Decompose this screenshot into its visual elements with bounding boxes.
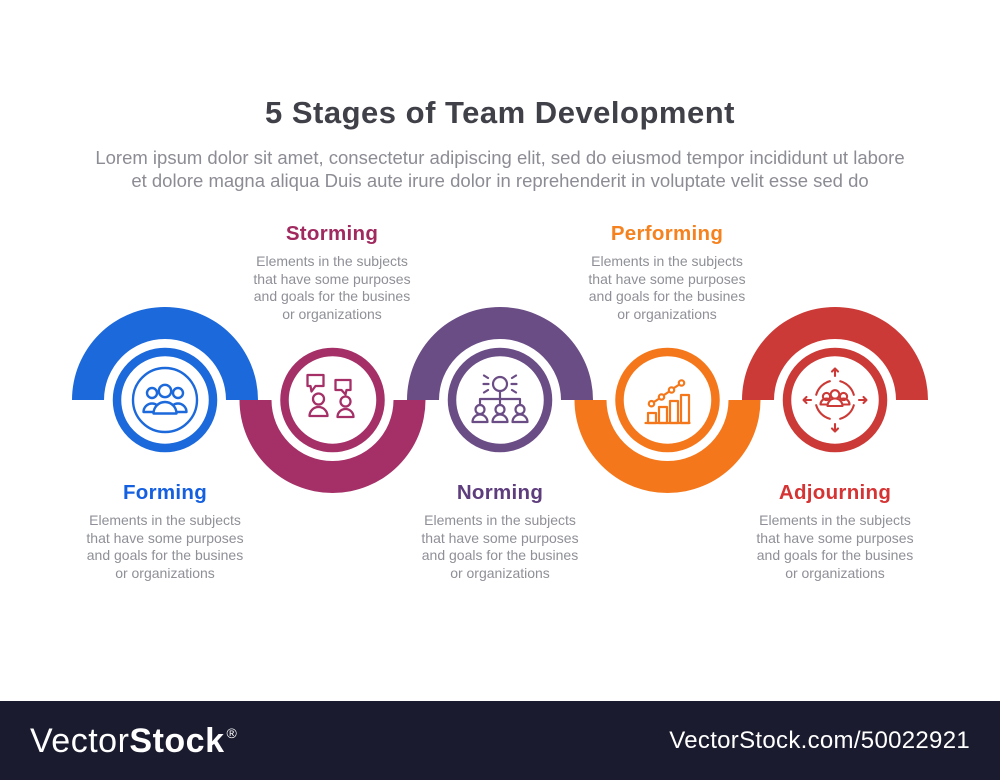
stage-description-performing: Elements in the subjects that have some … bbox=[588, 253, 746, 322]
registered-trademark-symbol: ® bbox=[226, 724, 237, 741]
stage-block-performing: Performing Elements in the subjects that… bbox=[555, 222, 779, 323]
performing-arc bbox=[574, 400, 761, 494]
vectorstock-logo: VectorStock® bbox=[30, 724, 237, 758]
stage-block-storming: Storming Elements in the subjects that h… bbox=[220, 222, 444, 323]
watermark-url: VectorStock.com/50022921 bbox=[669, 726, 970, 754]
stage-description-forming: Elements in the subjects that have some … bbox=[86, 512, 244, 581]
subtitle: Lorem ipsum dolor sit amet, consectetur … bbox=[95, 147, 905, 191]
performing-circle bbox=[615, 347, 720, 453]
forming-arc bbox=[72, 307, 258, 400]
growth-bar-chart-icon bbox=[644, 379, 691, 425]
forming-circle bbox=[112, 347, 218, 453]
adjourning-arc bbox=[742, 307, 928, 400]
vectorstock-logo-regular: Vector bbox=[30, 721, 130, 760]
storming-arc bbox=[239, 400, 426, 494]
wave-diagram bbox=[72, 307, 928, 494]
team-group-icon bbox=[131, 366, 199, 434]
page-title: 5 Stages of Team Development bbox=[265, 95, 735, 130]
stage-description-storming: Elements in the subjects that have some … bbox=[253, 253, 411, 322]
org-hierarchy-icon bbox=[471, 374, 529, 424]
stage-title-performing: Performing bbox=[610, 222, 724, 245]
stage-block-forming: Forming Elements in the subjects that ha… bbox=[53, 481, 277, 582]
stage-title-forming: Forming bbox=[122, 481, 208, 504]
stage-title-storming: Storming bbox=[285, 222, 379, 245]
vectorstock-logo-bold: Stock bbox=[129, 721, 225, 760]
stage-description-norming: Elements in the subjects that have some … bbox=[421, 512, 579, 581]
norming-arc bbox=[407, 307, 593, 400]
stage-description-adjourning: Elements in the subjects that have some … bbox=[756, 512, 914, 581]
conversation-people-icon bbox=[306, 373, 355, 419]
stage-title-norming: Norming bbox=[456, 481, 544, 504]
stage-title-adjourning: Adjourning bbox=[778, 481, 892, 504]
stage-block-adjourning: Adjourning Elements in the subjects that… bbox=[723, 481, 947, 582]
storming-circle bbox=[280, 347, 385, 453]
watermark-footer-bar: VectorStock® VectorStock.com/50022921 bbox=[0, 701, 1000, 780]
stage-block-norming: Norming Elements in the subjects that ha… bbox=[388, 481, 612, 582]
disperse-arrows-icon bbox=[802, 367, 868, 433]
